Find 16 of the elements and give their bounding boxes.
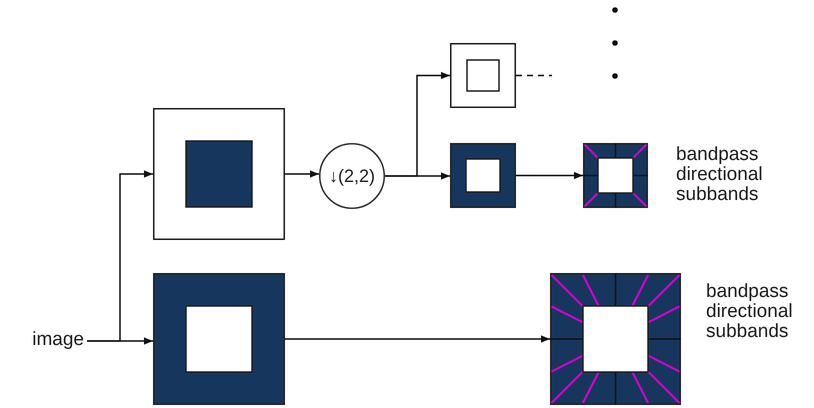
input-label: image [32,329,84,351]
highpass-filter-box [153,273,285,405]
arrow [285,170,319,178]
subband-caption: bandpass directional subbands [706,282,794,342]
arrow [385,172,450,180]
directional-filter-box [583,143,648,208]
arrow [87,337,153,345]
subband-caption: bandpass directional subbands [676,145,764,205]
directional-filter-box [550,273,681,405]
lowpass-filter-box [153,108,285,240]
bandpass-filter-box [450,143,516,208]
dashed-line [516,74,552,76]
filter-box [450,43,516,108]
downsampling-factor: ↓(2,2) [329,165,375,187]
arrow [285,335,550,343]
arrow [516,172,583,180]
